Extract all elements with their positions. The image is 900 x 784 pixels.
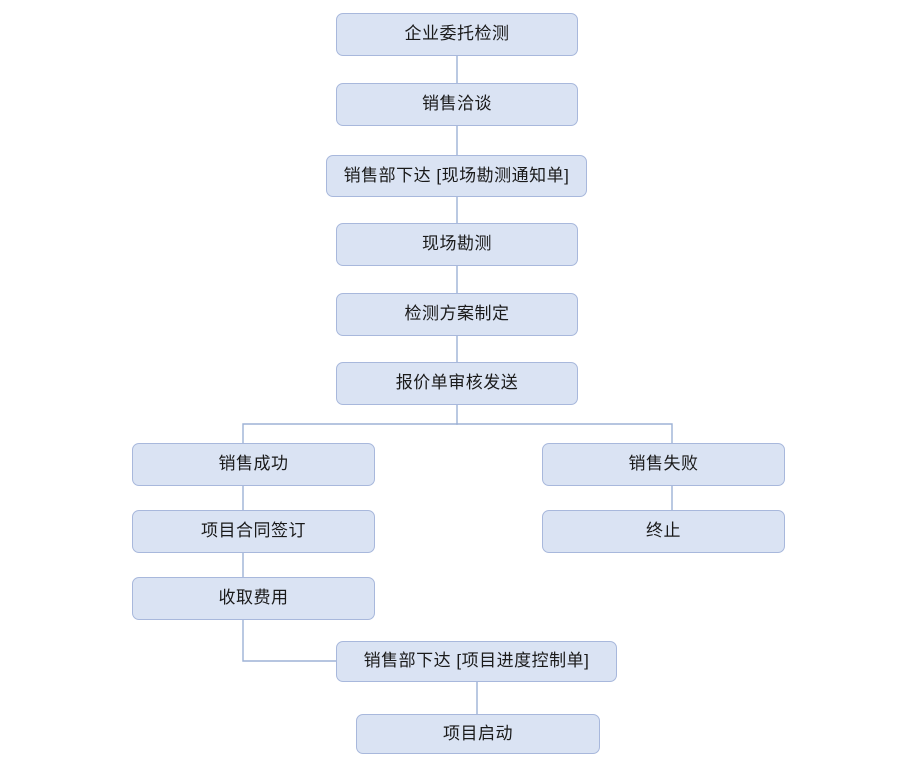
flow-node-label: 销售部下达 [现场勘测通知单] bbox=[343, 165, 570, 185]
connector-branch-to-n7 bbox=[242, 423, 458, 444]
flow-node-n5[interactable]: 检测方案制定 bbox=[336, 293, 578, 336]
flow-node-label: 项目启动 bbox=[443, 723, 513, 743]
flow-node-n6[interactable]: 报价单审核发送 bbox=[336, 362, 578, 405]
flow-node-label: 销售部下达 [项目进度控制单] bbox=[363, 651, 590, 671]
flow-node-label: 项目合同签订 bbox=[201, 521, 306, 541]
flow-node-n7[interactable]: 销售成功 bbox=[132, 443, 375, 486]
flow-node-n1[interactable]: 企业委托检测 bbox=[336, 13, 578, 56]
flow-node-label: 终止 bbox=[646, 521, 681, 541]
connector-branch-to-n8 bbox=[456, 423, 673, 444]
flow-node-n13[interactable]: 项目启动 bbox=[356, 714, 600, 754]
connector-n11-to-n12 bbox=[242, 619, 337, 662]
flow-node-n11[interactable]: 收取费用 bbox=[132, 577, 375, 620]
flow-node-label: 现场勘测 bbox=[422, 234, 492, 254]
flow-node-label: 报价单审核发送 bbox=[395, 373, 519, 393]
flow-node-n4[interactable]: 现场勘测 bbox=[336, 223, 578, 266]
flow-node-label: 销售成功 bbox=[218, 454, 289, 474]
flow-node-n9[interactable]: 项目合同签订 bbox=[132, 510, 375, 553]
flow-node-n12[interactable]: 销售部下达 [项目进度控制单] bbox=[336, 641, 617, 682]
flow-node-n10[interactable]: 终止 bbox=[542, 510, 785, 553]
flow-node-label: 销售失败 bbox=[628, 454, 699, 474]
flow-node-n8[interactable]: 销售失败 bbox=[542, 443, 785, 486]
flow-node-label: 收取费用 bbox=[218, 588, 289, 608]
flow-node-label: 检测方案制定 bbox=[404, 304, 510, 324]
flow-node-n2[interactable]: 销售洽谈 bbox=[336, 83, 578, 126]
flow-node-label: 销售洽谈 bbox=[422, 94, 492, 114]
flow-node-label: 企业委托检测 bbox=[404, 24, 510, 44]
flow-node-n3[interactable]: 销售部下达 [现场勘测通知单] bbox=[326, 155, 587, 197]
